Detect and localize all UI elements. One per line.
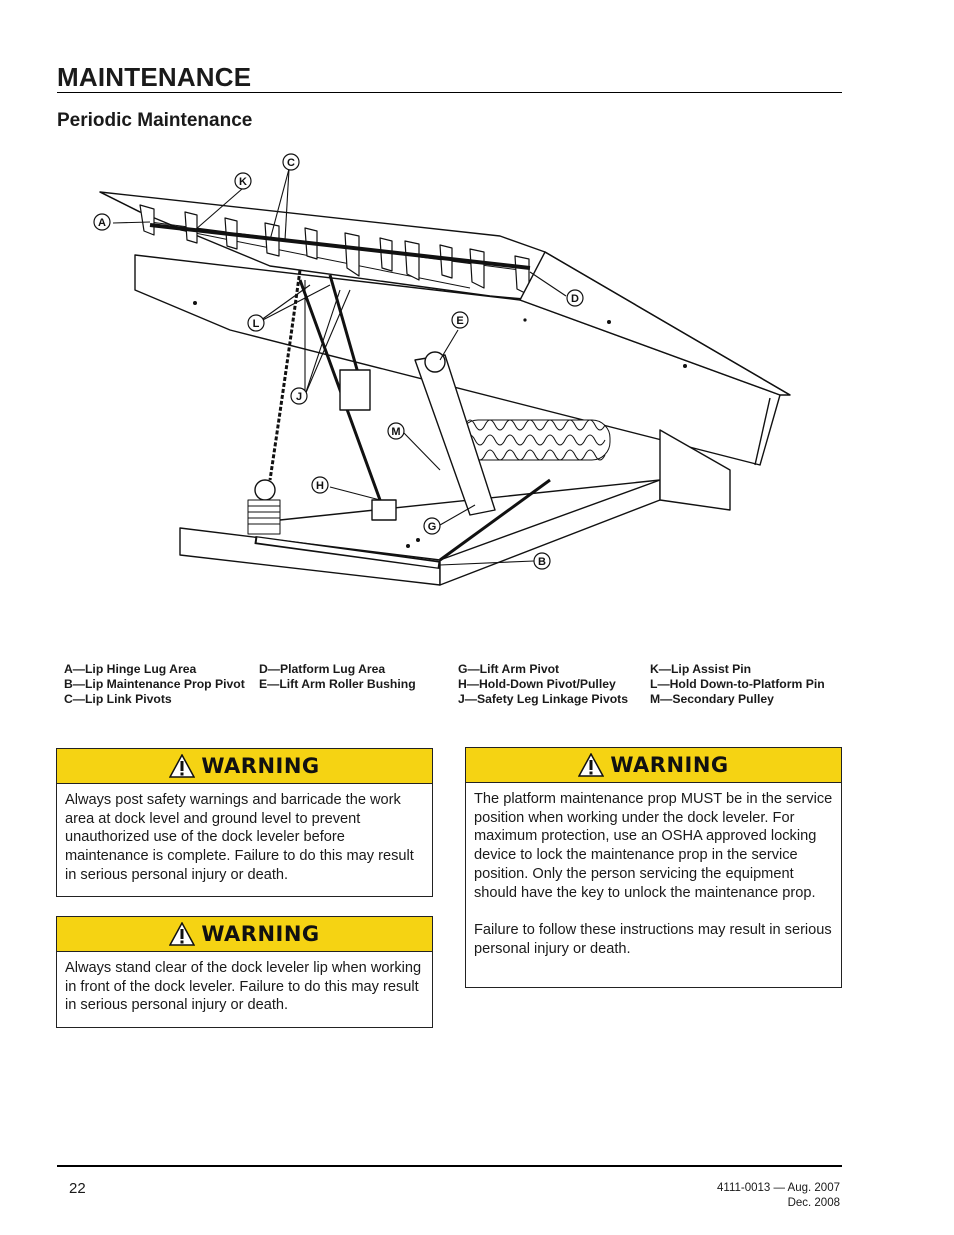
legend-item: B—Lip Maintenance Prop Pivot [64, 677, 245, 691]
callout-m-label: M [391, 426, 400, 438]
callout-c-label: C [287, 157, 295, 169]
warning-text: Always stand clear of the dock leveler l… [57, 952, 432, 1023]
callout-d-label: D [571, 293, 579, 305]
callout-k-label: K [239, 176, 247, 188]
legend-item: E—Lift Arm Roller Bushing [259, 677, 416, 691]
warning-text: The platform maintenance prop MUST be in… [466, 783, 841, 966]
callout-b-label: B [538, 556, 546, 568]
warning-paragraph: The platform maintenance prop MUST be in… [474, 791, 833, 901]
revision-date: Dec. 2008 [787, 1197, 840, 1209]
legend-item: L—Hold Down-to-Platform Pin [650, 677, 825, 691]
dock-leveler-diagram: A B C D E G H J K L M [93, 153, 791, 586]
callout-l-label: L [253, 318, 260, 330]
warning-header: WARNING [57, 917, 432, 952]
warning-header: WARNING [57, 749, 432, 784]
document-info: 4111-0013 — Aug. 2007 Dec. 2008 [717, 1181, 840, 1211]
callout-h-label: H [316, 480, 324, 492]
warning-box-maintenance-prop: WARNING The platform maintenance prop MU… [465, 747, 842, 988]
callout-j-label: J [296, 391, 302, 403]
callout-a-label: A [98, 217, 106, 229]
legend-column-2: D—Platform Lug Area E—Lift Arm Roller Bu… [259, 662, 416, 692]
legend-item: C—Lip Link Pivots [64, 692, 172, 706]
legend-item: J—Safety Leg Linkage Pivots [458, 692, 629, 706]
legend-item: M—Secondary Pulley [650, 692, 774, 706]
footer-divider [57, 1165, 842, 1167]
callout-g-label: G [428, 521, 437, 533]
warning-triangle-icon [578, 753, 605, 777]
legend-column-1: A—Lip Hinge Lug Area B—Lip Maintenance P… [64, 662, 245, 707]
warning-label: WARNING [201, 922, 320, 946]
title-divider [57, 92, 842, 93]
legend-item: G—Lift Arm Pivot [458, 662, 560, 676]
legend-item: A—Lip Hinge Lug Area [64, 662, 197, 676]
warning-label: WARNING [610, 753, 729, 777]
callout-e-label: E [456, 315, 463, 327]
warning-triangle-icon [169, 922, 196, 946]
warning-label: WARNING [201, 754, 320, 778]
warning-box-barricade: WARNING Always post safety warnings and … [56, 748, 433, 897]
legend-column-3: G—Lift Arm Pivot H—Hold-Down Pivot/Pulle… [458, 662, 628, 707]
section-title: Periodic Maintenance [57, 110, 253, 131]
legend-column-4: K—Lip Assist Pin L—Hold Down-to-Platform… [650, 662, 825, 707]
legend-item: H—Hold-Down Pivot/Pulley [458, 677, 616, 691]
page-number: 22 [69, 1180, 86, 1197]
legend-item: K—Lip Assist Pin [650, 662, 752, 676]
warning-box-lip: WARNING Always stand clear of the dock l… [56, 916, 433, 1028]
document-number: 4111-0013 — Aug. 2007 [717, 1182, 840, 1194]
warning-text: Always post safety warnings and barricad… [57, 784, 432, 893]
warning-paragraph: Failure to follow these instructions may… [474, 921, 832, 957]
warning-paragraph: Always post safety warnings and barricad… [65, 792, 414, 883]
legend-item: D—Platform Lug Area [259, 662, 386, 676]
warning-paragraph: Always stand clear of the dock leveler l… [65, 960, 422, 1014]
warning-header: WARNING [466, 748, 841, 783]
page-title: MAINTENANCE [57, 62, 252, 92]
warning-triangle-icon [169, 754, 196, 778]
